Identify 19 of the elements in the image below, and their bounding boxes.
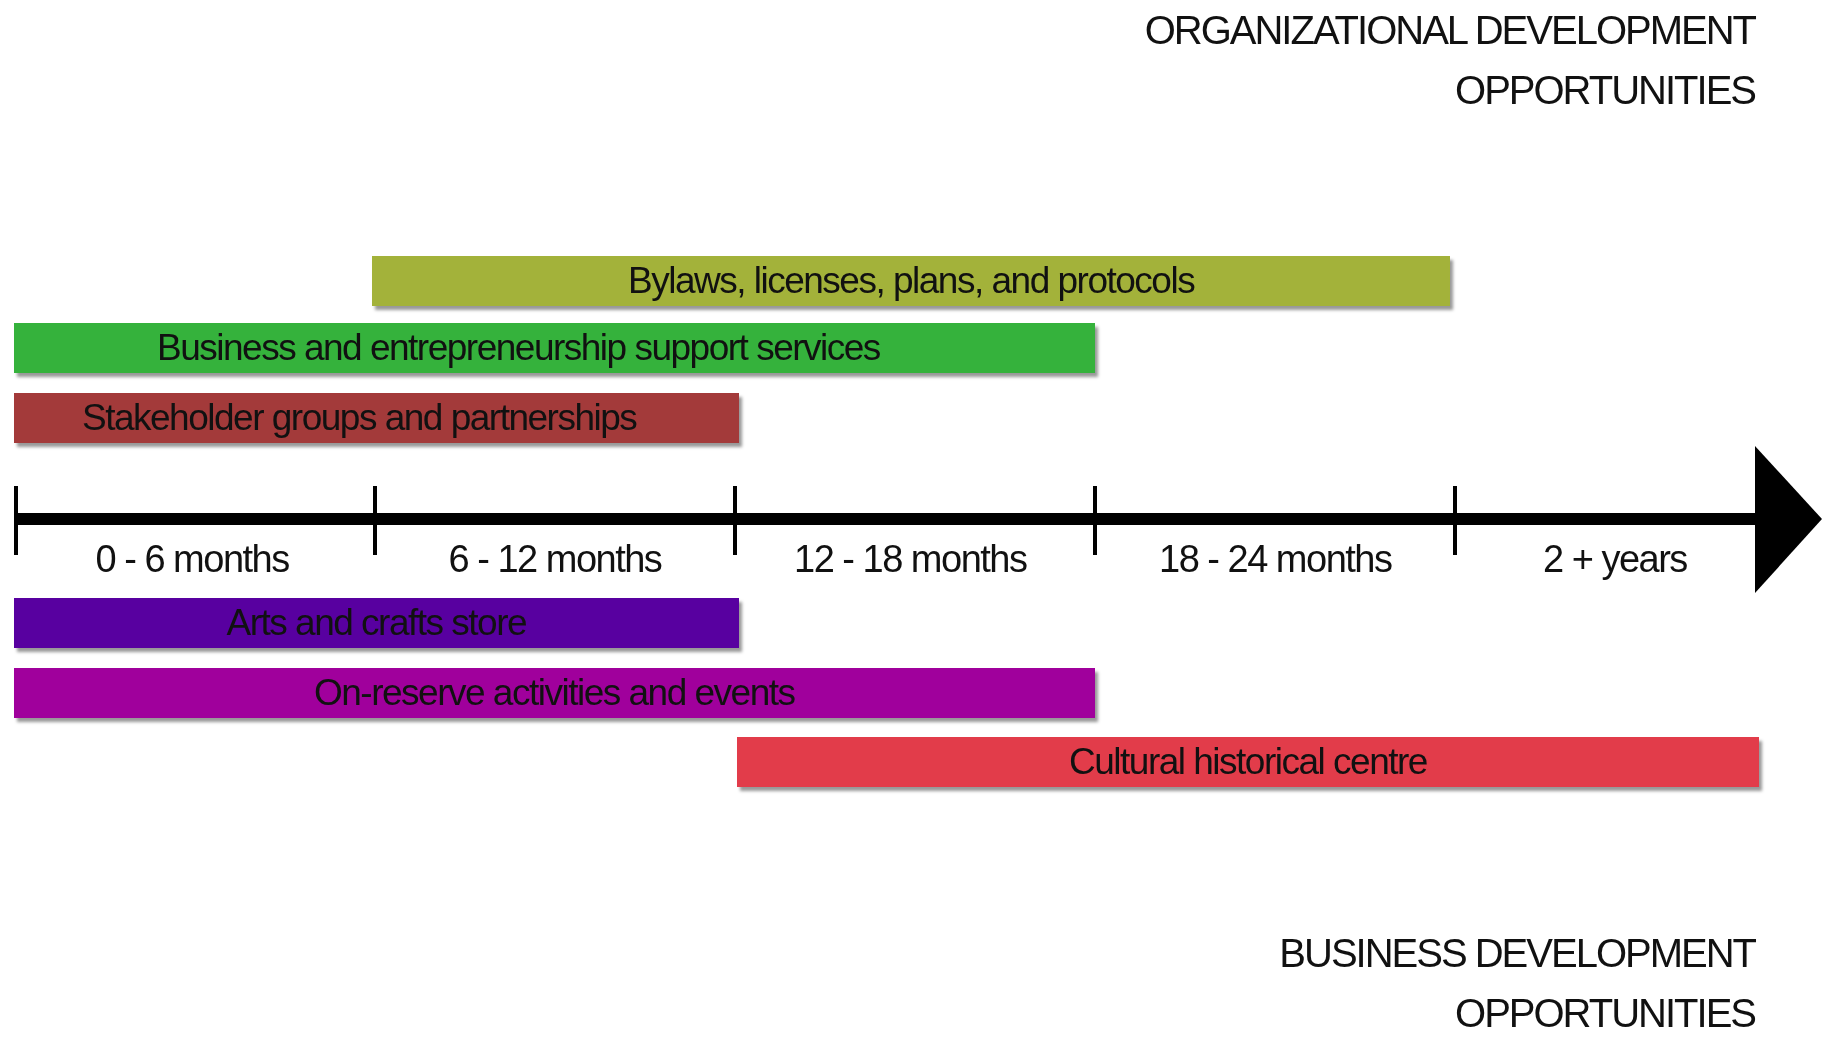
- period-label: 0 - 6 months: [95, 538, 289, 581]
- bar-label: Cultural historical centre: [1069, 740, 1427, 784]
- period-label: 18 - 24 months: [1159, 538, 1392, 581]
- timeline-bar: [14, 393, 739, 443]
- period-label: 2 + years: [1543, 538, 1687, 581]
- bar-label: Arts and crafts store: [226, 601, 527, 645]
- timeline-bar: [14, 668, 1095, 718]
- bar-label: Bylaws, licenses, plans, and protocols: [628, 259, 1195, 303]
- bar-label: Stakeholder groups and partnerships: [82, 396, 637, 440]
- timeline-bar: [14, 598, 739, 648]
- timeline-bar: [372, 256, 1450, 306]
- period-label: 6 - 12 months: [448, 538, 662, 581]
- bar-label: On-reserve activities and events: [314, 671, 795, 715]
- timeline-bar: [14, 323, 1095, 373]
- section-heading: BUSINESS DEVELOPMENT OPPORTUNITIES: [1278, 930, 1755, 1037]
- period-label: 12 - 18 months: [794, 538, 1027, 581]
- section-heading: ORGANIZATIONAL DEVELOPMENT OPPORTUNITIES: [1143, 7, 1755, 114]
- bar-label: Business and entrepreneurship support services: [157, 326, 880, 370]
- timeline-bar: [737, 737, 1759, 787]
